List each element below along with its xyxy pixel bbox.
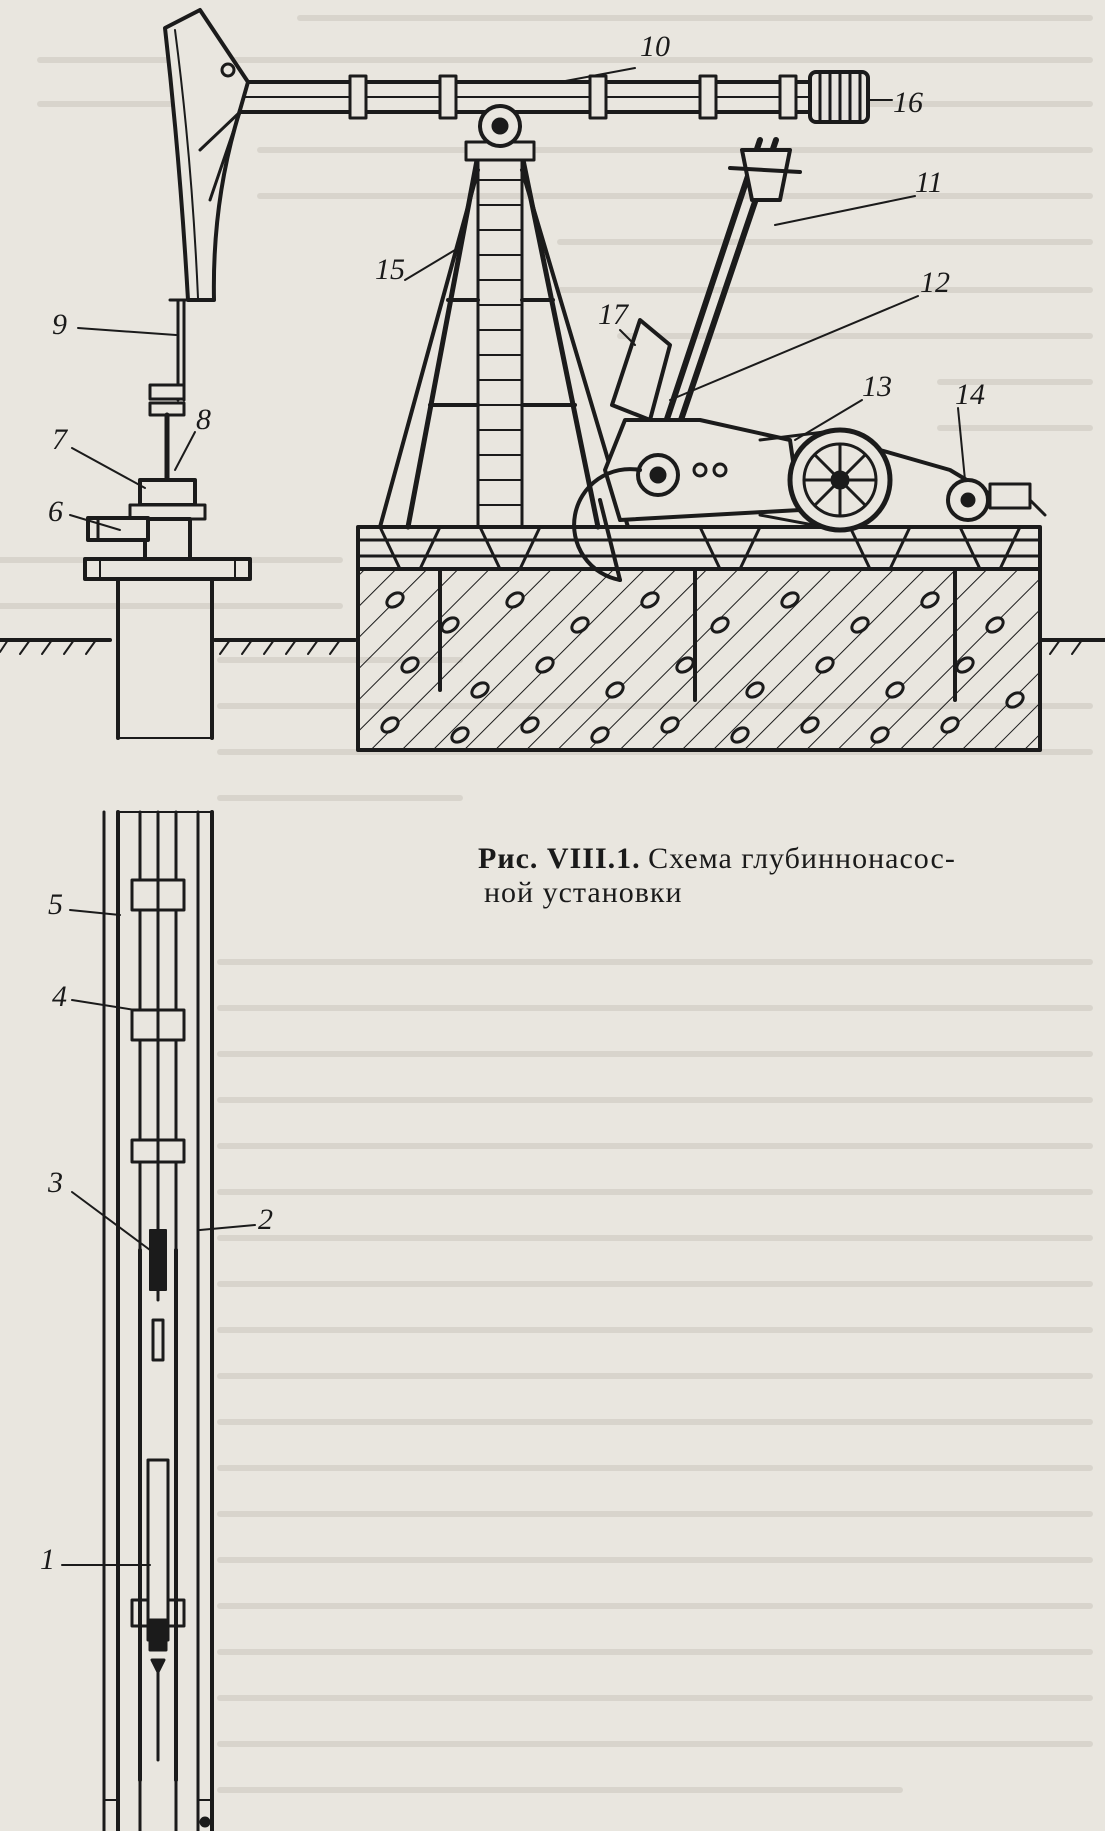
- sucker-rods: [149, 810, 167, 1362]
- base-frame: [356, 525, 1042, 571]
- bottom-mark: [199, 1816, 211, 1828]
- label-7: 7: [52, 423, 67, 456]
- label-13: 13: [862, 370, 892, 403]
- figure-title-line1: Схема глубиннонасос-: [648, 842, 956, 875]
- horse-head: [163, 8, 250, 302]
- plunger: [146, 1458, 170, 1762]
- ground-surface: [0, 638, 1105, 655]
- figure-number: Рис. VIII.1.: [478, 842, 641, 875]
- label-4: 4: [52, 980, 67, 1013]
- pump-barrel: [138, 1248, 178, 1782]
- figure-title-line2: ной установки: [484, 876, 683, 909]
- electric-motor: [758, 427, 893, 533]
- label-6: 6: [48, 495, 63, 528]
- label-9: 9: [52, 308, 67, 341]
- label-14: 14: [955, 378, 985, 411]
- leader-lines: [61, 67, 966, 1566]
- wellhead: [83, 478, 252, 581]
- crank-arm: [572, 318, 672, 582]
- polished-rod: [148, 298, 190, 483]
- label-5: 5: [48, 888, 63, 921]
- label-1: 1: [40, 1543, 55, 1576]
- walking-beam: [236, 74, 860, 148]
- label-8: 8: [196, 403, 211, 436]
- label-3: 3: [48, 1166, 63, 1199]
- label-11: 11: [915, 166, 943, 199]
- label-2: 2: [258, 1203, 273, 1236]
- gear-reducer: [598, 418, 802, 582]
- label-17: 17: [598, 298, 628, 331]
- brake-drive: [878, 448, 1047, 522]
- label-16: 16: [893, 86, 923, 119]
- samson-post: [378, 140, 630, 530]
- label-12: 12: [920, 266, 950, 299]
- concrete-foundation: [356, 558, 1042, 752]
- label-15: 15: [375, 253, 405, 286]
- well-casing: [102, 577, 214, 1831]
- counterweight: [808, 70, 870, 124]
- figure-caption: Рис. VIII.1. Схема глубиннонасос- ной ус…: [478, 842, 1078, 910]
- label-10: 10: [640, 30, 670, 63]
- pitman-rod: [647, 137, 802, 473]
